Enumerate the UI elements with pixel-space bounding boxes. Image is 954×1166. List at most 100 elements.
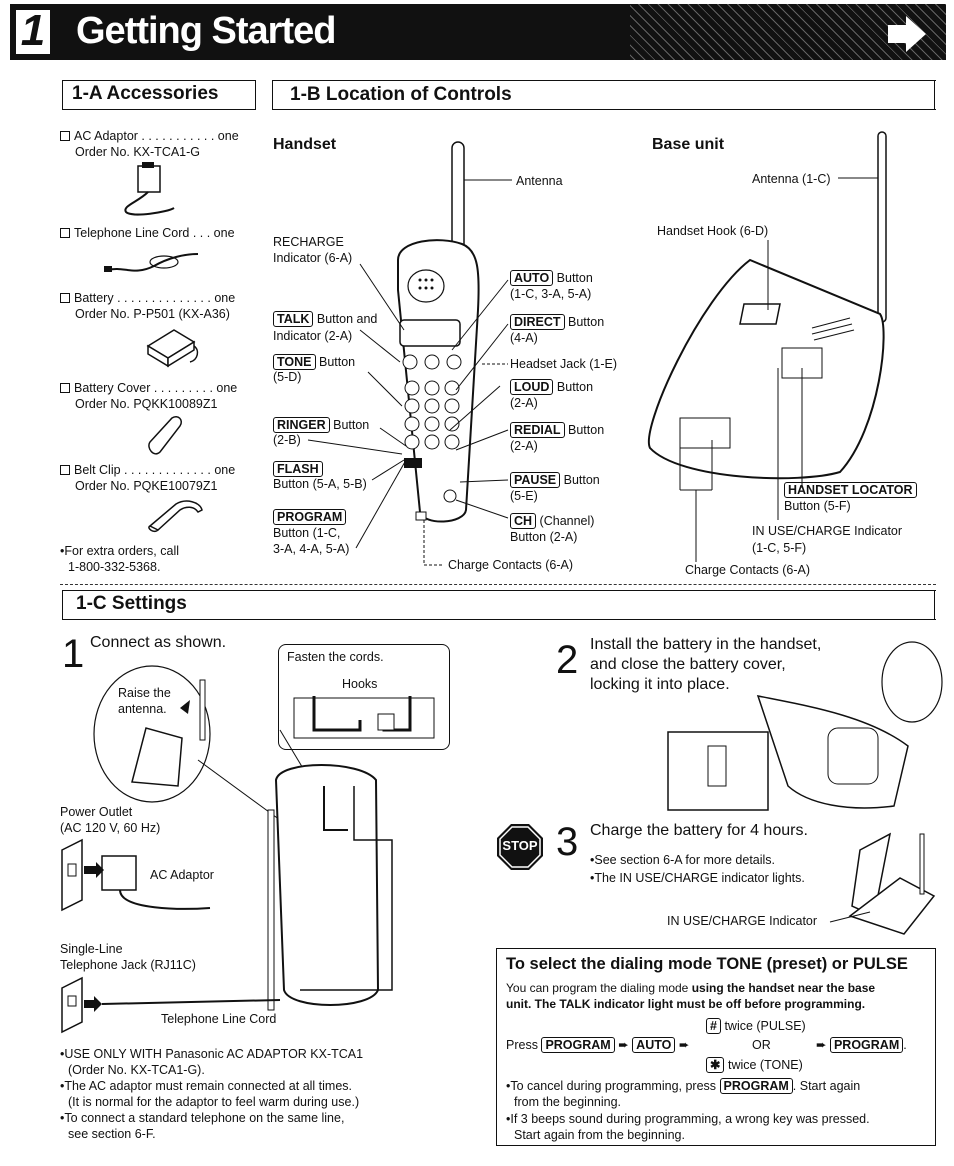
extra-orders-line2: 1-800-332-5368. [68,560,161,574]
checkbox-icon [60,131,70,141]
line-cord-illustration [104,253,199,272]
label-talk: TALK Button and [273,311,377,327]
label-redial: REDIAL Button [510,422,604,438]
label-program-3: 3-A, 4-A, 5-A) [273,542,350,556]
label-charge-contacts: Charge Contacts (6-A) [448,558,574,572]
label-program: PROGRAM [273,509,347,525]
power-outlet-1: Power Outlet [60,805,133,819]
checkbox-icon [60,465,70,475]
program-key-3: PROGRAM [719,1078,793,1094]
label-flash-2: Button (5-A, 5-B) [273,477,367,491]
label-program-2: Button (1-C, [273,526,341,540]
label-loud-2: (2-A) [510,396,538,410]
label-headset-jack: Headset Jack (1-E) [510,357,617,371]
handset-illustration [397,141,480,523]
hash-line: # twice (PULSE) [706,1018,806,1034]
auto-key: AUTO [510,270,554,286]
checkbox-icon [60,293,70,303]
note-4: (It is normal for the adaptor to feel wa… [68,1095,360,1109]
base-unit-heading: Base unit [652,136,725,153]
controls-title: 1-B Location of Controls [290,84,512,105]
raise-antenna-circle [93,665,211,803]
label-talk-2: Indicator (2-A) [273,329,353,343]
charging-illustration [829,832,936,935]
page-title: Getting Started [76,10,336,52]
star-key: ✱ [706,1057,725,1073]
battery-cover-illustration [148,415,183,455]
power-outlet-illustration [61,838,211,912]
label-tone: TONE Button [273,354,355,370]
label-flash: FLASH [273,461,323,477]
or-text: OR [752,1038,771,1052]
fasten-text: Fasten the cords. [287,650,384,664]
accessories-title-box [62,80,256,110]
loud-key: LOUD [510,379,554,395]
step2-number: 2 [556,638,579,682]
checkbox-icon [60,383,70,393]
label-handset-locator: HANDSET LOCATOR [784,482,917,498]
raise-antenna-2: antenna. [118,702,167,716]
label-loud: LOUD Button [510,379,593,395]
hash-key: # [706,1018,721,1034]
direct-key: DIRECT [510,314,565,330]
label-ringer-2: (2-B) [273,433,301,447]
battery-illustration [146,329,199,368]
ac-adaptor-illustration [124,162,175,216]
redial-key: REDIAL [510,422,565,438]
step3-bullet-1: •See section 6-A for more details. [590,853,776,867]
label-channel-2: Button (2-A) [510,530,578,544]
section-divider [60,584,936,585]
line-cord-label: Telephone Line Cord [161,1012,277,1026]
jack-2: Telephone Jack (RJ11C) [60,958,196,972]
base-unit-illustration [647,131,887,480]
label-recharge-1: RECHARGE [273,235,344,249]
controls-title-tick [934,80,935,110]
acc-item-battery: Battery . . . . . . . . . . . . . . one … [60,290,235,322]
hooks-label: Hooks [342,677,378,691]
acc-item-line-cord: Telephone Line Cord . . . one [60,225,235,241]
beeps-line-2: Start again from the beginning. [514,1128,685,1142]
chapter-number: 1 [20,6,46,55]
program-end: ➨ PROGRAM. [816,1037,907,1053]
dial-mode-box [496,948,936,1146]
cancel-line-2: from the beginning. [514,1095,622,1109]
label-pause-2: (5-E) [510,489,538,503]
star-line: ✱ twice (TONE) [706,1057,803,1073]
label-auto: AUTO Button [510,270,593,286]
belt-clip-illustration [148,500,203,533]
label-redial-2: (2-A) [510,439,538,453]
next-arrow-icon [888,16,926,52]
stop-text: STOP [502,838,538,853]
accessories-title: 1-A Accessories [72,83,219,104]
inuse-charge-label: IN USE/CHARGE Indicator [667,914,818,928]
label-handset-hook: Handset Hook (6-D) [657,224,769,238]
label-channel: CH (Channel) [510,513,594,529]
settings-title: 1-C Settings [76,593,187,614]
raise-antenna-1: Raise the [118,686,171,700]
arrow-icon: ➨ [678,1038,690,1052]
label-handset-locator-2: Button (5-F) [784,499,851,513]
label-direct-2: (4-A) [510,331,538,345]
flash-key: FLASH [273,461,323,477]
pause-key: PAUSE [510,472,561,488]
note-6: see section 6-F. [68,1127,156,1141]
note-1: •USE ONLY WITH Panasonic AC ADAPTOR KX-T… [60,1047,364,1061]
step2-line3: locking it into place. [590,676,730,693]
label-pause: PAUSE Button [510,472,600,488]
acc-item-belt-clip: Belt Clip . . . . . . . . . . . . . one … [60,462,235,494]
beeps-line: •If 3 beeps sound during programming, a … [506,1112,870,1126]
label-inuse-2: (1-C, 5-F) [752,541,807,555]
power-outlet-2: (AC 120 V, 60 Hz) [60,821,161,835]
dial-mode-title: To select the dialing mode TONE (preset)… [506,955,908,973]
phone-jack-illustration [61,976,281,1034]
battery-install-illustration [667,641,943,811]
cancel-line: •To cancel during programming, press PRO… [506,1078,861,1094]
chapter-number-box [14,8,52,56]
step3-bullet-2: •The IN USE/CHARGE indicator lights. [590,871,805,885]
acc-item-ac-adaptor: AC Adaptor . . . . . . . . . . . one Ord… [60,128,239,160]
program-key-1: PROGRAM [541,1037,615,1053]
note-2: (Order No. KX-TCA1-G). [68,1063,205,1077]
label-inuse-1: IN USE/CHARGE Indicator [752,524,903,538]
step3-text: Charge the battery for 4 hours. [590,822,808,839]
ac-adaptor-label: AC Adaptor [150,868,214,882]
